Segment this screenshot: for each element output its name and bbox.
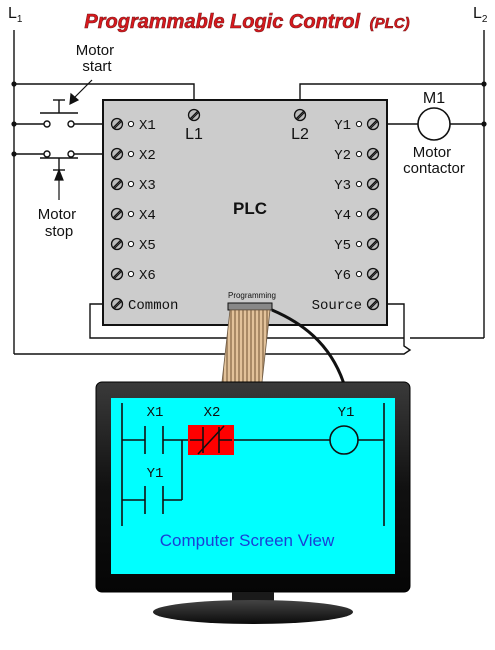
ladder-coil-y1-label: Y1 bbox=[338, 405, 355, 421]
terminal-l1 bbox=[187, 108, 201, 122]
ladder-diagram bbox=[121, 403, 385, 526]
ladder-seal-contact-label: Y1 bbox=[147, 466, 164, 482]
input-terminal-x4 bbox=[110, 207, 124, 221]
output-label-y4: Y4 bbox=[334, 208, 351, 224]
output-terminal-y1 bbox=[366, 117, 380, 131]
monitor-stand-base bbox=[153, 600, 353, 624]
screen-caption: Computer Screen View bbox=[160, 531, 335, 550]
ladder-contact-x1-label: X1 bbox=[147, 405, 164, 421]
input-indicator-x3 bbox=[127, 180, 135, 188]
output-terminal-y2 bbox=[366, 147, 380, 161]
motor-stop-arrow bbox=[54, 168, 64, 200]
output-indicator-y3 bbox=[355, 180, 363, 188]
input-indicator-x5 bbox=[127, 240, 135, 248]
output-label-y1: Y1 bbox=[334, 118, 351, 134]
input-terminal-x1 bbox=[110, 117, 124, 131]
monitor-stand-neck bbox=[232, 592, 274, 602]
ribbon-cable bbox=[221, 309, 271, 383]
ladder-contact-x2 bbox=[188, 425, 234, 455]
programming-cable bbox=[271, 308, 346, 385]
output-terminal-y3 bbox=[366, 177, 380, 191]
rail-label-l1: L1 bbox=[8, 5, 23, 25]
terminal-common bbox=[110, 297, 124, 311]
output-indicator-y6 bbox=[355, 270, 363, 278]
output-terminal-y6 bbox=[366, 267, 380, 281]
input-indicator-x1 bbox=[127, 120, 135, 128]
input-label-x5: X5 bbox=[139, 238, 156, 254]
input-terminal-x5 bbox=[110, 237, 124, 251]
output-terminal-y4 bbox=[366, 207, 380, 221]
ladder-contact-x2-label: X2 bbox=[204, 405, 221, 421]
input-indicator-x2 bbox=[127, 150, 135, 158]
plc-body bbox=[102, 99, 388, 326]
input-indicator-x4 bbox=[127, 210, 135, 218]
terminal-source-label: Source bbox=[312, 298, 362, 314]
input-terminal-x2 bbox=[110, 147, 124, 161]
programming-port-label: Programming bbox=[228, 291, 276, 300]
motor-contactor-label: Motor contactor bbox=[403, 144, 465, 177]
motor-stop-switch bbox=[40, 150, 78, 171]
input-label-x3: X3 bbox=[139, 178, 156, 194]
output-terminal-y5 bbox=[366, 237, 380, 251]
motor-start-arrow bbox=[69, 79, 93, 106]
rail-label-l2: L2 bbox=[473, 5, 488, 25]
input-terminal-x6 bbox=[110, 267, 124, 281]
input-label-x4: X4 bbox=[139, 208, 156, 224]
programming-port bbox=[227, 302, 273, 311]
output-indicator-y1 bbox=[355, 120, 363, 128]
ladder-coil-y1 bbox=[329, 425, 359, 455]
output-label-y5: Y5 bbox=[334, 238, 351, 254]
terminal-l2 bbox=[293, 108, 307, 122]
input-label-x2: X2 bbox=[139, 148, 156, 164]
terminal-common-label: Common bbox=[128, 298, 178, 314]
motor-contactor-coil bbox=[417, 107, 451, 141]
terminal-l2-label: L2 bbox=[291, 126, 309, 143]
input-label-x1: X1 bbox=[139, 118, 156, 134]
input-indicator-x6 bbox=[127, 270, 135, 278]
output-label-y2: Y2 bbox=[334, 148, 351, 164]
monitor bbox=[95, 381, 411, 624]
motor-start-label: Motor start bbox=[76, 42, 119, 75]
input-terminal-x3 bbox=[110, 177, 124, 191]
wire-source bbox=[14, 303, 412, 355]
diagram-title: Programmable Logic Control (PLC) bbox=[84, 11, 409, 33]
output-indicator-y2 bbox=[355, 150, 363, 158]
title-main: Programmable Logic Control bbox=[84, 11, 360, 33]
output-indicator-y5 bbox=[355, 240, 363, 248]
title-abbrev: (PLC) bbox=[370, 15, 410, 32]
wiring bbox=[13, 30, 485, 355]
motor-stop-label: Motor stop bbox=[38, 206, 81, 240]
plc-label: PLC bbox=[233, 199, 267, 218]
motor-start-switch bbox=[40, 99, 78, 128]
output-label-y3: Y3 bbox=[334, 178, 351, 194]
terminal-l1-label: L1 bbox=[185, 126, 203, 143]
monitor-screen bbox=[111, 398, 395, 574]
terminal-source bbox=[366, 297, 380, 311]
motor-name: M1 bbox=[423, 90, 445, 107]
wire-junctions bbox=[11, 81, 487, 157]
output-label-y6: Y6 bbox=[334, 268, 351, 284]
input-label-x6: X6 bbox=[139, 268, 156, 284]
output-indicator-y4 bbox=[355, 210, 363, 218]
